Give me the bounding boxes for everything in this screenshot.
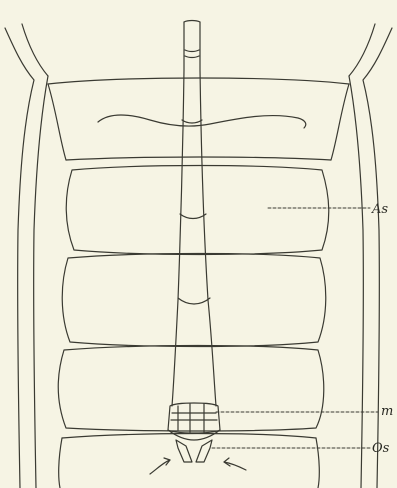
body-outline-left [5, 24, 48, 488]
mouth-region [168, 403, 220, 462]
flow-arrows [150, 458, 246, 474]
segment-3 [58, 346, 324, 432]
segment-1 [66, 166, 329, 255]
segment-2 [62, 254, 326, 347]
label-as: As [372, 203, 388, 216]
label-m: m [381, 405, 393, 418]
anterior-plate [48, 78, 349, 160]
opening-left-lip [176, 440, 192, 462]
segment-4 [62, 434, 316, 439]
opening-right-lip [196, 440, 212, 462]
leader-lines [212, 208, 378, 448]
label-os: Os [372, 442, 389, 455]
